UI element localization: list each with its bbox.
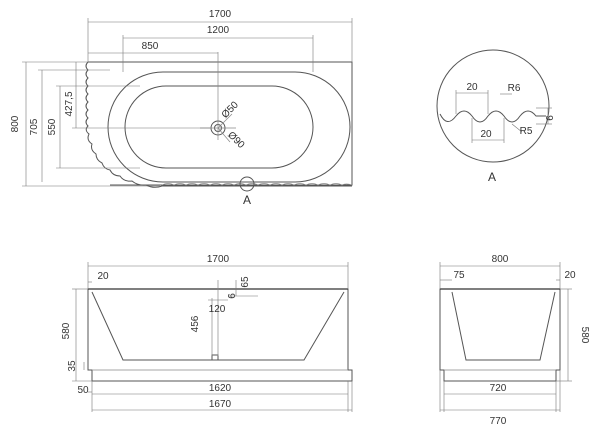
front-label-1620: 1620 [209,383,232,394]
side-view: 800 75 20 580 720 770 [439,254,590,427]
dim-label-705: 705 [29,118,40,135]
detail-a-profile [439,110,546,123]
scalloped-bottom [161,183,353,186]
dim-label-d50: Ø50 [220,99,241,120]
detail-a-r5-leader [511,123,523,133]
drain-leader-90 [217,127,231,143]
side-label-720: 720 [490,383,507,394]
front-label-1700: 1700 [207,254,230,265]
side-label-800: 800 [492,254,509,265]
basin-inner [124,85,314,169]
dim-label-d90: Ø90 [225,130,246,151]
basin-outer-rim [107,71,351,183]
detail-a-marker-label: A [243,193,251,207]
side-label-75: 75 [453,270,465,281]
side-outline [439,288,561,382]
scalloped-edge [85,61,352,188]
dim-label-1200: 1200 [207,25,230,36]
front-label-20: 20 [97,271,109,282]
detail-a-label-20-bottom: 20 [480,129,492,140]
tub-outline-top [88,61,353,186]
detail-a-label-20-top: 20 [466,82,478,93]
side-basin [451,291,556,361]
front-label-580: 580 [61,322,72,339]
drain-leader-50 [217,113,233,129]
front-label-50: 50 [77,385,89,396]
front-label-6: 6 [227,293,238,299]
dim-label-850: 850 [142,41,159,52]
detail-a-marker-circle [239,176,255,192]
dim-label-4275: 427,5 [64,91,75,116]
detail-a-label-6: 6 [545,115,556,121]
detail-a-label-r6: R6 [508,83,521,94]
front-label-456: 456 [190,315,201,332]
top-view: 1700 1200 850 800 705 550 427,5 Ø50 Ø90 … [10,9,353,207]
front-label-35: 35 [67,360,78,372]
dim-label-800-top: 800 [10,115,21,132]
dim-label-550: 550 [47,118,58,135]
dim-label-1700-top: 1700 [209,9,232,20]
side-label-770: 770 [490,416,507,427]
side-label-580: 580 [579,327,590,344]
detail-a-title: A [488,170,496,184]
detail-a-circle [436,49,550,163]
front-label-1670: 1670 [209,399,232,410]
detail-a-label-r5: R5 [520,126,533,137]
front-view: 1700 20 65 6 120 456 580 35 50 1620 1670 [61,254,353,412]
front-label-65: 65 [240,276,251,288]
front-outline [87,288,353,382]
front-drain [211,354,219,361]
detail-a: 20 R6 20 R5 6 A [436,49,556,184]
front-label-120: 120 [209,304,226,315]
side-label-20: 20 [564,270,576,281]
